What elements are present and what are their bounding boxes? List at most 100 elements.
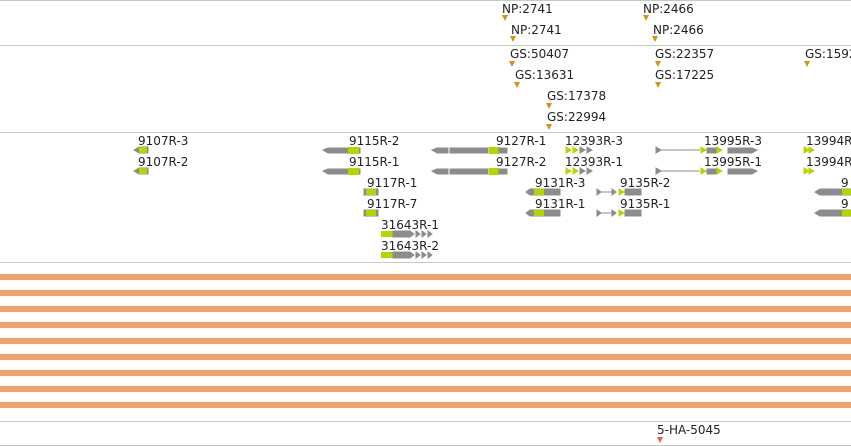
orange-track[interactable] [0, 354, 851, 360]
gene-arrow [565, 167, 572, 175]
gene-model [727, 168, 759, 175]
gene-model [727, 147, 759, 154]
gs-feature-label[interactable]: GS:17378 [547, 89, 607, 103]
gene-model [706, 147, 718, 154]
gs-feature-marker[interactable] [655, 61, 661, 67]
gene-arrow [596, 209, 602, 217]
gene-exon-highlight [534, 189, 544, 195]
gene-exon-highlight [489, 168, 499, 175]
orange-track[interactable] [0, 306, 851, 312]
gs-feature-label[interactable]: GS:1592 [805, 47, 851, 61]
gene-exon-highlight [381, 252, 393, 258]
gene-arrow [655, 146, 662, 154]
gene-label[interactable]: 13994R [806, 155, 851, 169]
gene-model [449, 168, 489, 175]
gene-label[interactable]: 9115R-2 [349, 134, 400, 148]
gene-exon-highlight [348, 147, 359, 154]
gene-label[interactable]: 9107R-2 [138, 155, 189, 169]
gene-label[interactable]: 13995R-3 [704, 134, 762, 148]
gs-feature-marker[interactable] [514, 82, 520, 88]
gene-exon-highlight [489, 147, 499, 154]
orange-track[interactable] [0, 338, 851, 344]
orange-track[interactable] [0, 290, 851, 296]
gene-label[interactable]: 12393R-3 [565, 134, 623, 148]
gs-feature-marker[interactable] [804, 61, 810, 67]
gene-model [449, 147, 489, 154]
gene-label[interactable]: 9115R-1 [349, 155, 400, 169]
gene-model [624, 209, 642, 217]
gene-label[interactable]: 9117R-1 [367, 176, 418, 190]
gene-arrow [596, 188, 602, 196]
gene-label[interactable]: 9107R-3 [138, 134, 189, 148]
track-separator [0, 132, 851, 133]
gene-label[interactable]: 9131R-1 [535, 197, 586, 211]
gene-exon-highlight [366, 189, 376, 195]
gene-arrow [427, 230, 433, 238]
gene-label[interactable]: 31643R-1 [381, 218, 439, 232]
gene-exon-highlight [842, 210, 851, 216]
gene-label[interactable]: 13994R [806, 134, 851, 148]
gene-label[interactable]: 9127R-1 [496, 134, 547, 148]
gene-model [430, 147, 449, 154]
gs-feature-marker[interactable] [546, 103, 552, 109]
gene-label[interactable]: 9135R-2 [620, 176, 671, 190]
gene-arrow [655, 167, 662, 175]
np-feature-marker[interactable] [643, 15, 649, 21]
gene-label[interactable]: 9131R-3 [535, 176, 586, 190]
gs-feature-label[interactable]: GS:17225 [655, 68, 715, 82]
gene-label[interactable]: 9117R-7 [367, 197, 418, 211]
orange-track[interactable] [0, 402, 851, 408]
gene-label[interactable]: 31643R-2 [381, 239, 439, 253]
gene-arrow [579, 146, 586, 154]
orange-track[interactable] [0, 274, 851, 280]
orange-track[interactable] [0, 386, 851, 392]
orange-track[interactable] [0, 370, 851, 376]
gene-arrow [808, 146, 815, 154]
gs-feature-label[interactable]: GS:22357 [655, 47, 715, 61]
np-feature-label[interactable]: NP:2741 [511, 23, 562, 37]
np-feature-marker[interactable] [502, 15, 508, 21]
gene-arrow [572, 167, 579, 175]
gene-exon-highlight [348, 168, 359, 175]
np-feature-marker[interactable] [652, 36, 658, 42]
gene-model [392, 251, 410, 259]
gene-label[interactable]: 13995R-1 [704, 155, 762, 169]
gene-model [430, 168, 449, 175]
gene-arrow [421, 230, 427, 238]
ha-feature-label[interactable]: 5-HA-5045 [657, 423, 721, 437]
gene-label[interactable]: 9 [841, 197, 849, 211]
gene-arrow [409, 251, 415, 259]
gene-arrow [700, 146, 707, 154]
gene-exon-highlight [139, 147, 147, 153]
gene-exon-highlight [842, 189, 851, 195]
gene-arrow [427, 251, 433, 259]
gs-feature-label[interactable]: GS:50407 [510, 47, 570, 61]
gene-label[interactable]: 12393R-1 [565, 155, 623, 169]
np-feature-label[interactable]: NP:2741 [502, 2, 553, 16]
gene-arrow [716, 167, 723, 175]
np-feature-label[interactable]: NP:2466 [653, 23, 704, 37]
orange-track[interactable] [0, 322, 851, 328]
gene-arrow [808, 167, 815, 175]
gene-exon-highlight [366, 210, 376, 216]
np-feature-marker[interactable] [510, 36, 516, 42]
gs-feature-marker[interactable] [509, 61, 515, 67]
gene-arrow [611, 209, 617, 217]
gs-feature-marker[interactable] [546, 124, 552, 130]
gs-feature-label[interactable]: GS:13631 [515, 68, 575, 82]
gs-feature-marker[interactable] [655, 82, 661, 88]
gene-model [706, 168, 718, 175]
track-separator [0, 421, 851, 422]
gene-models-svg [133, 146, 851, 259]
gene-label[interactable]: 9135R-1 [620, 197, 671, 211]
ha-feature-marker[interactable] [657, 437, 663, 443]
gene-exon-highlight [534, 210, 544, 216]
gene-arrow [586, 146, 593, 154]
gene-label[interactable]: 9 [841, 176, 849, 190]
gs-feature-label[interactable]: GS:22994 [547, 110, 607, 124]
np-feature-label[interactable]: NP:2466 [643, 2, 694, 16]
gene-arrow [611, 188, 617, 196]
gene-arrow [415, 230, 421, 238]
gene-label[interactable]: 9127R-2 [496, 155, 547, 169]
